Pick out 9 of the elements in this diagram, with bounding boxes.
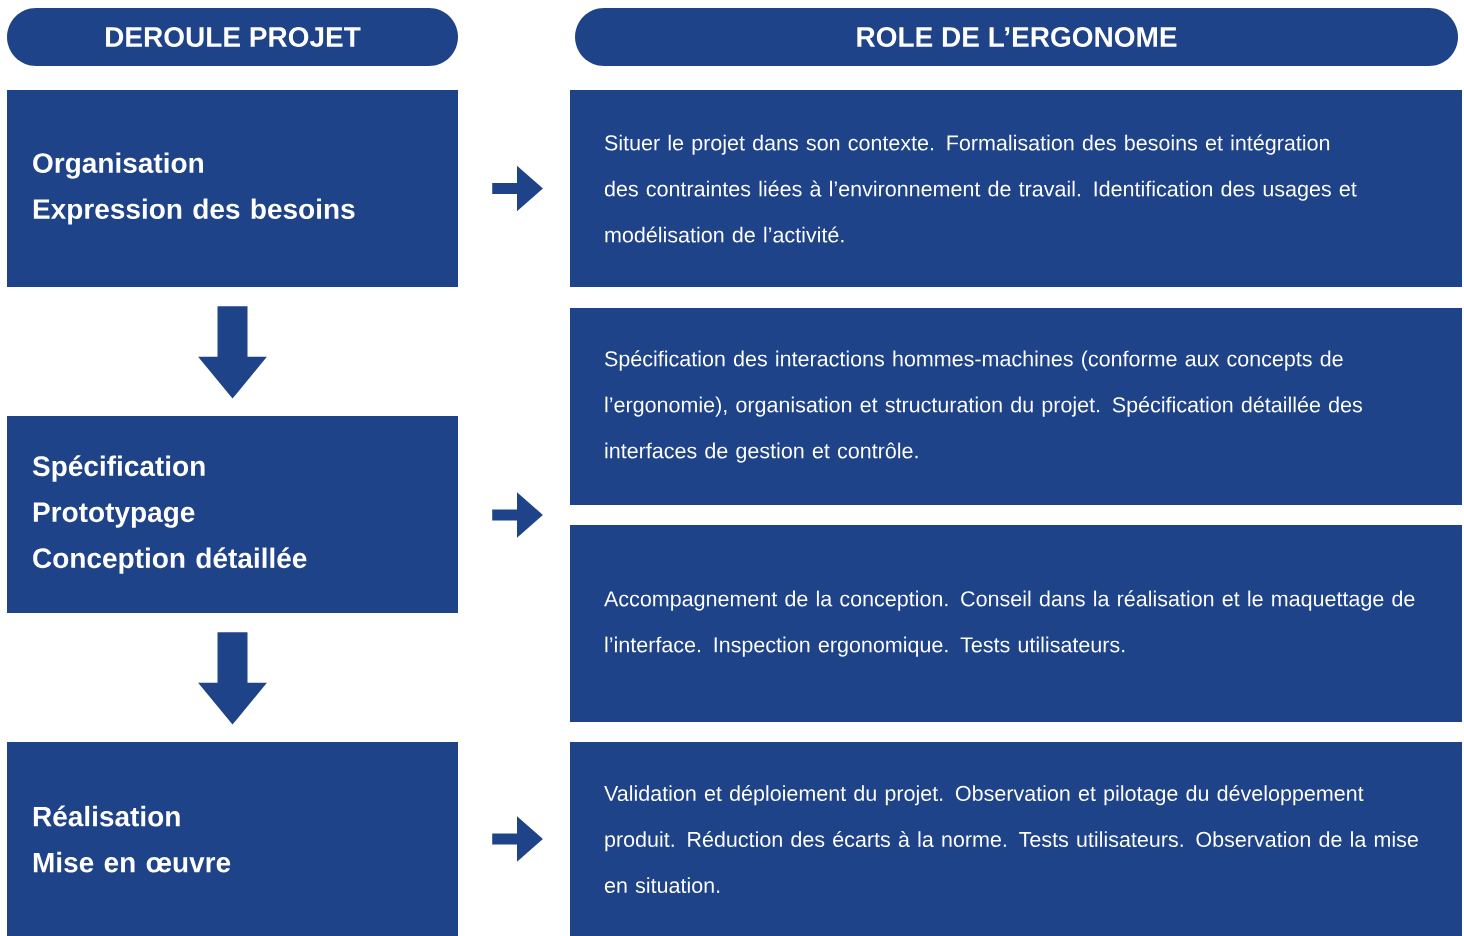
header-pill: ROLE DE L’ERGONOME bbox=[575, 8, 1459, 66]
phase-box: Spécification Prototypage Conception détaillée bbox=[7, 416, 458, 613]
phase-box: Organisation Expression des besoins bbox=[7, 90, 458, 287]
header-pill: DEROULE PROJET bbox=[7, 8, 458, 66]
role-box: Validation et déploiement du projet. Observation et pilotage du développement produit. Réduction des écarts à la norme. Tests utilisateurs. Observation de la mise en situation. bbox=[570, 742, 1463, 936]
role-box: Spécification des interactions hommes-machines (conforme aux concepts de l’ergonomie), organisation et structuration du projet. Spécification détaillée des interfaces de gestion et contrôle. bbox=[570, 308, 1463, 505]
role-box: Accompagnement de la conception. Conseil dans la réalisation et le maquettage de l’interface. Inspection ergonomique. Tests utilisateurs. bbox=[570, 525, 1463, 722]
phase-box: Réalisation Mise en œuvre bbox=[7, 742, 458, 936]
role-box: Situer le projet dans son contexte. Formalisation des besoins et intégration des contraintes liées à l’environnement de travail. Identification des usages et modélisation de l’activité. bbox=[570, 90, 1463, 287]
